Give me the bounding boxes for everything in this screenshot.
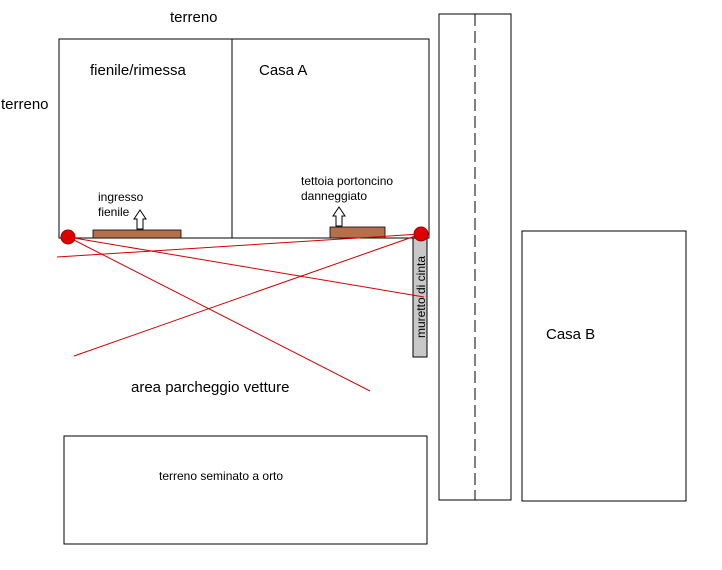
arrow-up-icon: [332, 206, 346, 227]
camera-dot: [413, 226, 429, 242]
orto-outline: [63, 435, 428, 545]
muretto-label: muretto di cinta: [414, 255, 428, 339]
camera-view-line: [67, 236, 425, 298]
camera-view-line: [56, 233, 422, 258]
arrow-up-icon: [133, 209, 147, 230]
casa-b-outline: [521, 230, 687, 502]
building-outline: [58, 38, 430, 239]
casa-b-label: Casa B: [546, 326, 596, 343]
terreno-left-label: terreno: [1, 96, 49, 113]
area-parcheggio-label: area parcheggio vetture: [131, 379, 290, 396]
terreno-orto-label: terreno seminato a orto: [159, 469, 284, 483]
tettoia-label: tettoia portoncino danneggiato: [301, 174, 394, 203]
casa-a-label: Casa A: [259, 62, 308, 79]
camera-view-line: [67, 236, 371, 392]
camera-view-line: [73, 233, 422, 357]
ingresso-fienile-label: ingresso fienile: [98, 190, 144, 219]
fienile-label: fienile/rimessa: [90, 62, 186, 79]
ingresso-fienile-door: [92, 229, 182, 239]
terreno-top-label: terreno: [170, 9, 218, 26]
camera-dot: [60, 229, 76, 245]
